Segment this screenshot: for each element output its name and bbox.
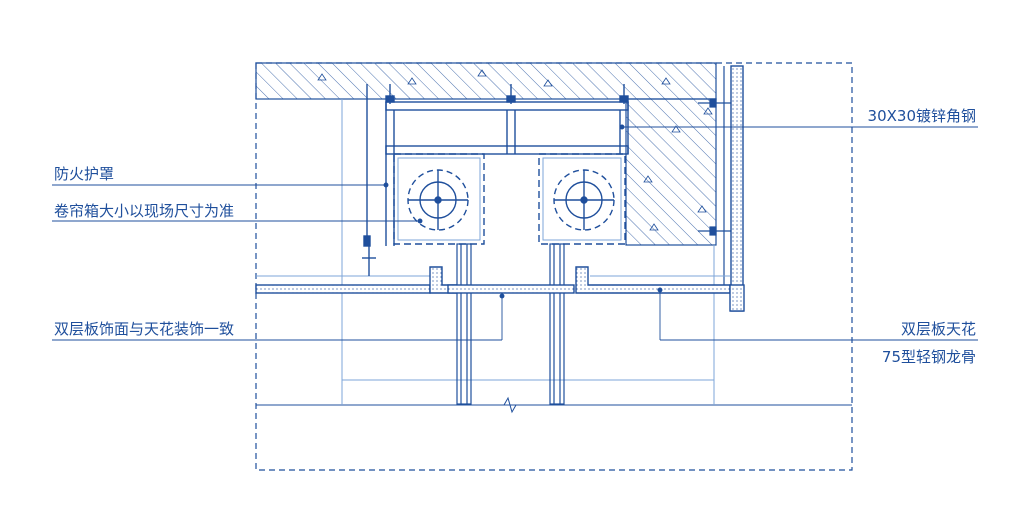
wall-board <box>730 65 744 312</box>
ceiling-keel-lines <box>256 99 730 405</box>
label-light-keel: 75型轻钢龙骨 <box>882 348 976 366</box>
left-roller-box <box>393 153 485 245</box>
angle-steel-frame <box>385 101 629 246</box>
label-fire-hood: 防火护罩 <box>54 165 114 183</box>
shutter-guides <box>456 243 565 405</box>
label-box-size: 卷帘箱大小以现场尺寸为准 <box>54 202 234 220</box>
right-roller-box <box>538 153 626 245</box>
concrete-beam <box>625 98 717 246</box>
outer-boundary <box>255 62 853 471</box>
leader-lines <box>52 124 978 341</box>
ceiling-boards <box>255 266 745 312</box>
break-symbol <box>503 396 517 414</box>
label-double-layer-ceiling: 双层板天花 <box>901 320 976 338</box>
label-angle-steel: 30X30镀锌角钢 <box>868 107 976 125</box>
label-double-layer-face: 双层板饰面与天花装饰一致 <box>54 320 234 338</box>
hanger-rods <box>362 84 629 276</box>
wall-anchors <box>698 98 731 236</box>
aggregate-marks <box>317 69 713 231</box>
concrete-slab <box>255 62 717 100</box>
